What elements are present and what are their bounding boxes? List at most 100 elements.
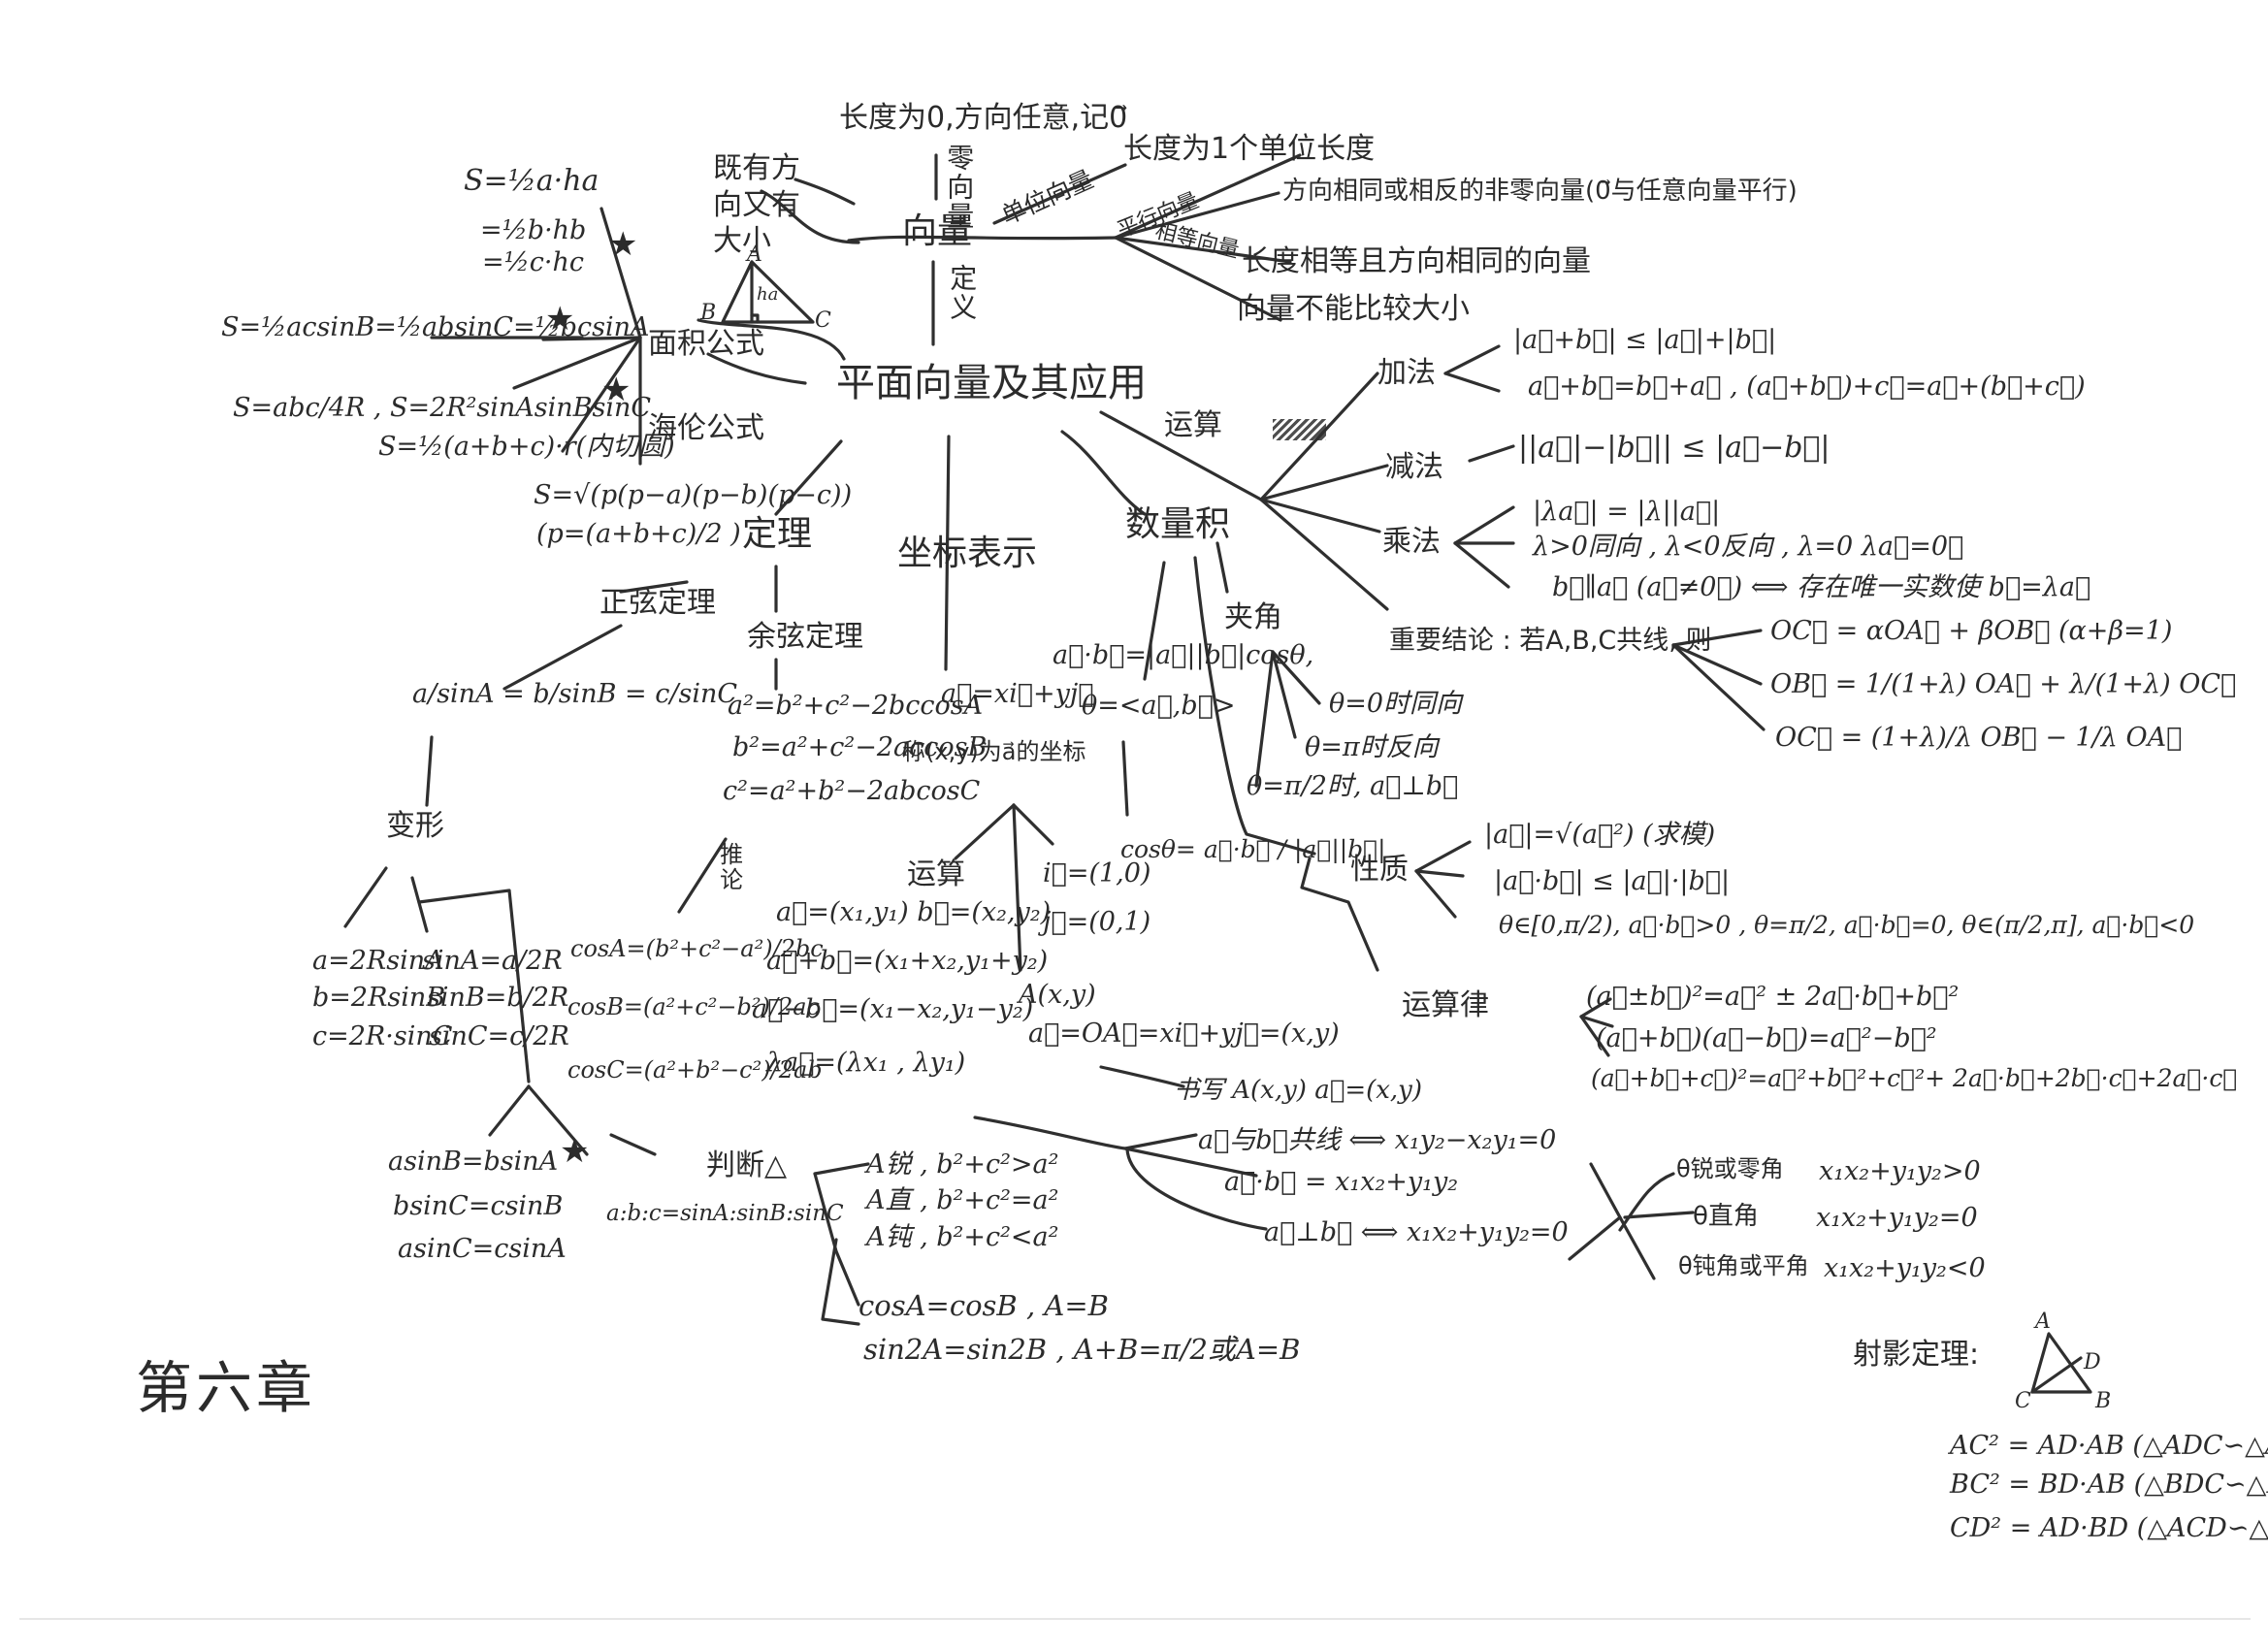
dot-product-cos-formula: cosθ= a⃗·b⃗ / |a⃗||b⃗| (1120, 835, 1386, 863)
area-circumradius-formula: S=abc/4R , S=2R²sinAsinBsinC (233, 393, 652, 423)
angle-right-condition: x₁x₂+y₁y₂=0 (1816, 1203, 1978, 1233)
sine-form-right-3: sinC=c/2R (429, 1021, 569, 1051)
connector (697, 318, 846, 361)
law-triple-square: (a⃗+b⃗+c⃗)²=a⃗²+b⃗²+c⃗²+ 2a⃗·b⃗+2b⃗·c⃗+2… (1591, 1064, 2238, 1092)
projection-vertex-c: C (2015, 1389, 2031, 1413)
heron-p-formula: (p=(a+b+c)/2 ) (536, 519, 741, 549)
crossed-out-scribble (1273, 419, 1326, 440)
sine-form-right-1: sinA=a/2R (422, 946, 563, 976)
angle-right-label: θ直角 (1693, 1202, 1759, 1231)
area-inradius-formula: S=½(a+b+c)·r(内切圆) (378, 432, 675, 462)
angle-opposite-direction: θ=π时反向 (1305, 732, 1439, 762)
addition-laws: a⃗+b⃗=b⃗+a⃗ , (a⃗+b⃗)+c⃗=a⃗+(b⃗+c⃗) (1528, 372, 2086, 402)
chapter-label: 第六章 (136, 1355, 317, 1421)
cosine-law-c: c²=a²+b²−2abcosC (723, 776, 981, 806)
judge-right: A直 , b²+c²=a² (866, 1185, 1059, 1215)
coordinate-op-add: a⃗+b⃗=(x₁+x₂,y₁+y₂) (766, 946, 1049, 976)
multiplication-collinear: b⃗∥a⃗ (a⃗≠0⃗) ⟺ 存在唯一实数使 b⃗=λa⃗ (1552, 572, 2091, 602)
cosine-law-a: a²=b²+c²−2bccosA (728, 691, 984, 721)
coordinate-node: 坐标表示 (897, 534, 1038, 573)
cross-form-1: asinB=bsinA (388, 1147, 559, 1177)
vector-description: 既有方向又有大小 (713, 151, 800, 258)
conclusion-2: OB⃗ = 1/(1+λ) OA⃗ + λ/(1+λ) OC⃗ (1770, 669, 2237, 699)
judge-triangle-label: 判断△ (706, 1148, 788, 1182)
judge-obtuse: A钝 , b²+c²<a² (866, 1222, 1059, 1252)
transform-label: 变形 (386, 809, 444, 843)
property-node: 性质 (1350, 853, 1409, 887)
projection-theorem-label: 射影定理: (1853, 1338, 1980, 1372)
area-height-formula-2: =½b·hb (480, 215, 587, 245)
law-square: (a⃗±b⃗)²=a⃗² ± 2a⃗·b⃗+b⃗² (1586, 982, 1960, 1012)
notation: 书写 A(x,y) a⃗=(x,y) (1174, 1076, 1423, 1105)
multiplication-modulus: |λa⃗| = |λ||a⃗| (1533, 497, 1721, 527)
area-formula-node: 面积公式 (648, 327, 764, 361)
zero-vector-definition: 长度为0,方向任意,记0⃗ (839, 101, 1128, 135)
law-difference-of-squares: (a⃗+b⃗)(a⃗−b⃗)=a⃗²−b⃗² (1596, 1023, 1937, 1053)
sine-law-label: 正弦定理 (599, 586, 716, 620)
coordinate-decomposition: a⃗=xi⃗+yj⃗ (941, 679, 1094, 709)
conclusion-3: OC⃗ = (1+λ)/λ OB⃗ − 1/λ OA⃗ (1775, 723, 2183, 753)
sine-form-right-2: sinB=b/2R (427, 983, 569, 1013)
zero-vector-label: 零向量 (943, 144, 976, 231)
judge-acute: A锐 , b²+c²>a² (866, 1149, 1059, 1180)
dot-coordinate: a⃗·b⃗ = x₁x₂+y₁y₂ (1224, 1167, 1459, 1197)
projection-formula-ac: AC² = AD·AB (△ADC∽△ACB) (1950, 1431, 2268, 1461)
coordinate-note: 称(x,y)为a⃗的坐标 (902, 738, 1086, 765)
triangle-vertex-b: B (700, 301, 717, 325)
property-cauchy: |a⃗·b⃗| ≤ |a⃗|·|b⃗| (1494, 866, 1731, 896)
sine-form-left-2: b=2RsinB (312, 983, 446, 1013)
page-edge-divider (19, 1618, 2251, 1620)
root-title: 平面向量及其应用 (836, 361, 1147, 405)
law-node: 运算律 (1402, 988, 1489, 1022)
angle-acute-label: θ锐或零角 (1676, 1155, 1784, 1182)
star-icon: ★ (560, 1132, 590, 1171)
important-conclusion-label: 重要结论 : 若A,B,C共线, 则 (1389, 626, 1712, 656)
cross-form-2: bsinC=csinB (393, 1191, 564, 1221)
projection-vertex-b: B (2095, 1389, 2112, 1413)
coordinate-ops-label: 运算 (907, 857, 965, 891)
angle-obtuse-condition: x₁x₂+y₁y₂<0 (1824, 1253, 1986, 1283)
area-height-formula-1: S=½a·ha (464, 164, 599, 198)
cosine-law-label: 余弦定理 (747, 620, 863, 654)
property-modulus: |a⃗|=√(a⃗²) (求模) (1484, 820, 1716, 850)
star-icon: ★ (608, 225, 638, 264)
heron-formula: S=√(p(p−a)(p−b)(p−c)) (534, 480, 853, 510)
cross-form-3: asinC=csinA (398, 1234, 567, 1264)
dot-product-node: 数量积 (1125, 504, 1231, 544)
angle-node: 夹角 (1224, 600, 1282, 634)
definition-label: 定义 (946, 264, 979, 322)
triangle-height: ha (757, 284, 779, 305)
addition-node: 加法 (1377, 356, 1436, 390)
coordinate-op-sub: a⃗−b⃗=(x₁−x₂,y₁−y₂) (752, 994, 1034, 1024)
projection-formula-cd: CD² = AD·BD (△ACD∽△CBD) (1950, 1513, 2268, 1543)
dot-product-definition: a⃗·b⃗=|a⃗||b⃗|cosθ, (1053, 640, 1314, 670)
angle-same-direction: θ=0时同向 (1329, 689, 1463, 719)
area-sine-formula: S=½acsinB=½absinC=½bcsinA (221, 312, 650, 342)
coordinate-op-scale: λa⃗=(λx₁ , λy₁) (766, 1048, 966, 1078)
operation-node: 运算 (1164, 408, 1222, 442)
perpendicular-condition: a⃗⊥b⃗ ⟺ x₁x₂+y₁y₂=0 (1264, 1217, 1569, 1247)
corollary-cos-b: cosB=(a²+c²−b²)/2ac (567, 993, 820, 1020)
multiplication-direction: λ>0同向 , λ<0反向 , λ=0 λa⃗=0⃗ (1533, 532, 1964, 562)
basis-i: i⃗=(1,0) (1043, 858, 1151, 889)
judge-cos-equal: cosA=cosB , A=B (859, 1289, 1109, 1322)
star-icon: ★ (545, 300, 575, 339)
property-angle-sign: θ∈[0,π/2), a⃗·b⃗>0 , θ=π/2, a⃗·b⃗=0, θ∈(… (1499, 911, 2195, 939)
corollary-cos-c: cosC=(a²+b²−c²)/2ab (567, 1056, 823, 1083)
equal-vector-definition: 长度相等且方向相同的向量 (1242, 244, 1591, 278)
collinear-condition: a⃗与b⃗共线 ⟺ x₁y₂−x₂y₁=0 (1198, 1125, 1557, 1155)
triangle-vertex-c: C (815, 308, 831, 333)
vector-compare-note: 向量不能比较大小 (1237, 292, 1470, 326)
angle-obtuse-label: θ钝角或平角 (1678, 1252, 1809, 1279)
conclusion-1: OC⃗ = αOA⃗ + βOB⃗ (α+β=1) (1770, 616, 2173, 646)
star-icon: ★ (601, 371, 632, 409)
theorem-node: 定理 (742, 514, 813, 554)
triangle-vertex-a: A (747, 242, 762, 267)
coordinate-op-def: a⃗=(x₁,y₁) b⃗=(x₂,y₂) (776, 897, 1052, 927)
basis-j: j⃗=(0,1) (1043, 907, 1151, 937)
heron-label: 海伦公式 (648, 411, 764, 445)
multiplication-node: 乘法 (1382, 525, 1441, 559)
sine-form-left-3: c=2R·sinC (312, 1021, 453, 1051)
